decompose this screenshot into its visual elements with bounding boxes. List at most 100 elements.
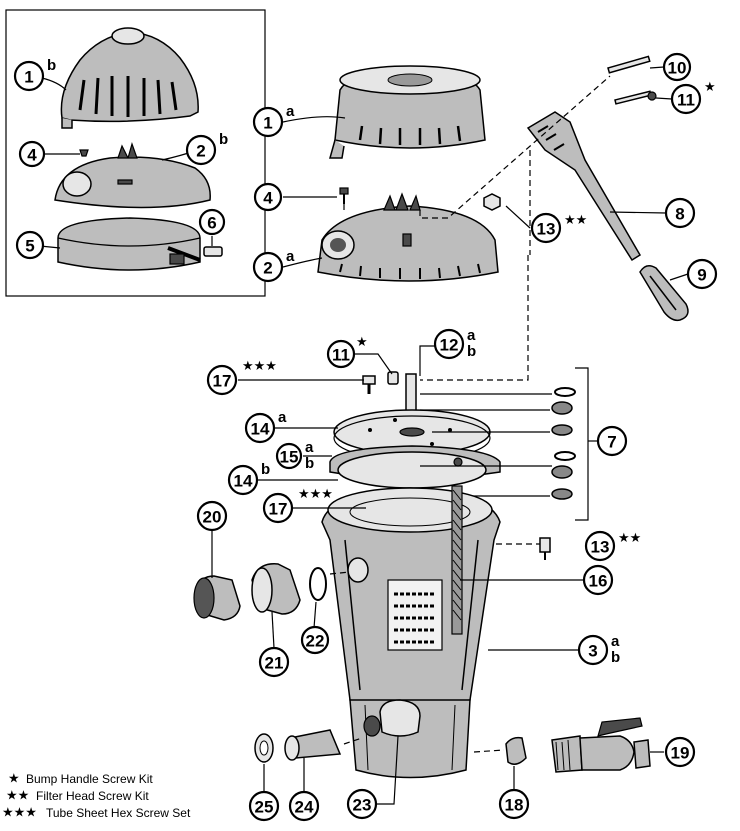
callout-number: 17 [213, 372, 232, 391]
callout-stars: ★★ [618, 531, 641, 546]
callout-bubble [577, 634, 609, 666]
callout-stars: ★★★ [298, 487, 333, 502]
callout-stars: ★★★ [242, 359, 277, 374]
callout-number: 2 [196, 142, 205, 161]
legend: ★Bump Handle Screw Kit★★Filter Head Scre… [2, 772, 191, 821]
callout-number: 14 [234, 472, 253, 491]
inset-clamp-ring [57, 217, 201, 271]
callout-c8: 8 [664, 197, 696, 229]
callout-bubble [206, 364, 238, 396]
callout-c23: 23 [346, 788, 378, 820]
callout-number: 8 [675, 205, 684, 224]
callout-bubble [18, 140, 46, 168]
callout-bubble [664, 197, 696, 229]
air-relief-tube [451, 485, 463, 635]
callout-number: 11 [677, 91, 695, 110]
callout-suffix: a [467, 327, 476, 344]
callout-bubble [584, 530, 616, 562]
callout-c7: 7 [596, 425, 628, 457]
callout-c17b: 17 ★★★ [262, 487, 333, 524]
o-ring-kit [551, 367, 589, 521]
callout-bubble [346, 788, 378, 820]
callout-number: 13 [591, 538, 610, 557]
callout-number: 22 [306, 632, 325, 651]
callout-bubble [253, 182, 283, 212]
callout-c21: 21 [258, 646, 290, 678]
callout-c13a: 13★★ [530, 212, 587, 244]
callout-bubble [252, 251, 284, 283]
bump-handle [526, 111, 689, 322]
drain-cap [284, 729, 342, 761]
hex-screw-top [362, 375, 376, 394]
callout-bubble [582, 564, 614, 596]
callout-bubble [198, 208, 226, 236]
filter-head [317, 192, 499, 282]
callout-number: 16 [589, 572, 608, 591]
callout-bubble [185, 134, 217, 166]
callout-bubble [433, 328, 465, 360]
callout-bubble [13, 60, 45, 92]
legend-item: ★Bump Handle Screw Kit [8, 772, 153, 787]
callout-bubble [686, 258, 718, 290]
callout-bubble [664, 736, 696, 768]
union-fitting [251, 563, 301, 615]
drain-washer [254, 733, 274, 763]
callout-c14b: 14 b [227, 461, 270, 496]
callout-c9: 9 [686, 258, 718, 290]
callout-suffix: b [467, 343, 476, 360]
legend-stars: ★★ [6, 789, 29, 804]
callout-number: 12 [440, 336, 459, 355]
callout-c12: 12 ab [433, 327, 476, 360]
callout-bubble [498, 788, 530, 820]
callout-suffix: b [47, 57, 56, 74]
tank-screw [539, 537, 551, 560]
callout-suffix: a [286, 248, 295, 265]
filter-tank [321, 487, 501, 779]
callout-suffix: b [611, 649, 620, 666]
callout-c4i: 4 [18, 140, 46, 168]
callout-suffix: b [261, 461, 270, 478]
callout-bubble [326, 339, 356, 369]
callout-bubble [530, 212, 562, 244]
callout-c16: 16 [582, 564, 614, 596]
callout-c2a: 2a [252, 248, 295, 283]
drain-plug [505, 736, 527, 765]
callout-number: 17 [269, 500, 288, 519]
callout-bubble [275, 442, 303, 470]
callout-number: 9 [697, 266, 706, 285]
head-screw [339, 187, 349, 204]
callout-number: 20 [203, 508, 222, 527]
callout-number: 21 [265, 654, 284, 673]
callout-number: 19 [671, 744, 690, 763]
callout-bubble [227, 464, 259, 496]
inset-frame [5, 9, 266, 297]
callout-bubble [244, 412, 276, 444]
callout-c13b: 13 ★★ [584, 530, 641, 562]
head-nut [483, 193, 501, 211]
callout-c24: 24 [288, 790, 320, 822]
callout-bubble [662, 52, 692, 82]
callout-bubble [258, 646, 290, 678]
callout-c1a: 1a [252, 103, 295, 138]
inset-filter-lid [60, 27, 199, 129]
callout-suffix: a [278, 409, 287, 426]
callout-c22: 22 [300, 625, 330, 655]
inset-screw [79, 149, 89, 157]
tube-sheet-plate-bottom [337, 451, 487, 489]
callout-suffix: b [305, 455, 314, 472]
callout-bubble [262, 492, 294, 524]
legend-label: Tube Sheet Hex Screw Set [46, 806, 191, 820]
inset-filter-head [54, 142, 211, 209]
callout-c10: 10 [662, 52, 692, 82]
callout-number: 24 [295, 798, 314, 817]
callout-c6: 6 [198, 208, 226, 236]
callout-bubble [248, 790, 280, 822]
callout-number: 4 [27, 146, 37, 165]
callout-suffix: a [305, 439, 314, 456]
union-o-ring [309, 567, 327, 601]
callout-suffix: b [219, 131, 228, 148]
callout-bubble [670, 83, 702, 115]
callout-c11b: 11★ [326, 335, 368, 369]
